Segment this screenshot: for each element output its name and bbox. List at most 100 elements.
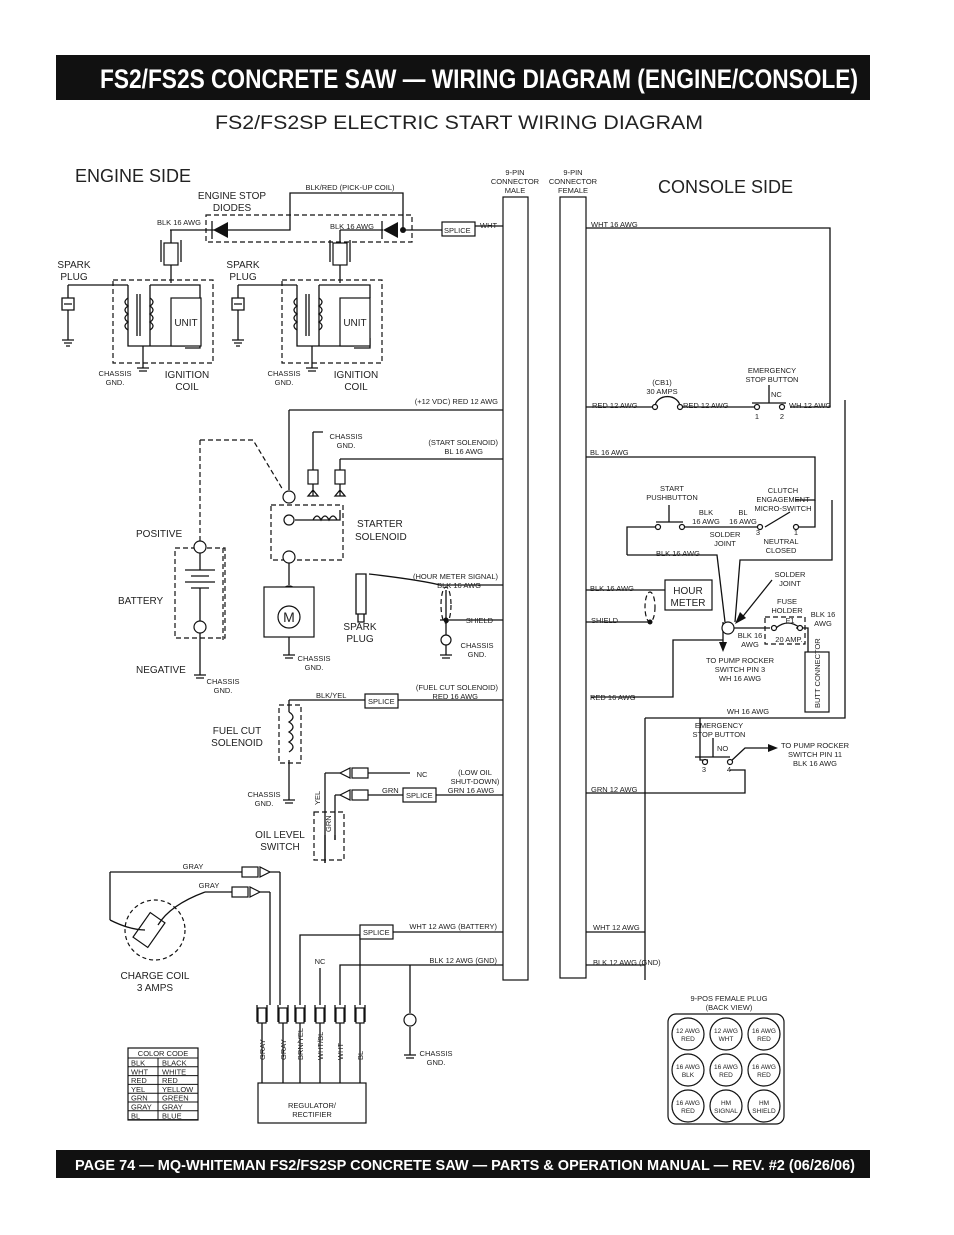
label: BLK/YEL	[316, 691, 346, 700]
label: WHT 12 AWG (BATTERY)	[409, 922, 497, 931]
plug-pin	[671, 1053, 705, 1087]
label: PUSHBUTTON	[646, 493, 698, 502]
label: BLK 16 AWG	[330, 222, 374, 231]
label: GRN	[382, 786, 399, 795]
pin-label: RED	[681, 1036, 695, 1043]
label: SOLDER	[710, 530, 741, 539]
ignition-coil-2	[231, 230, 383, 372]
label: BLK 16 AWG	[793, 759, 837, 768]
label: 3	[702, 765, 706, 774]
female-connector	[559, 196, 587, 979]
label: GND.	[427, 1058, 446, 1067]
wht-label: WHT	[480, 221, 497, 230]
footer-bar	[56, 1150, 870, 1178]
plug-pin	[709, 1017, 743, 1051]
plug-pin	[671, 1017, 705, 1051]
label: ENGAGEMENT	[756, 495, 810, 504]
label: GND.	[337, 441, 356, 450]
unit-label: UNIT	[343, 318, 366, 329]
color-abbrev: YEL	[131, 1085, 145, 1094]
wire-label: BRN/YEL	[296, 1028, 305, 1060]
label: GRN 12 AWG	[591, 785, 638, 794]
label: (HOUR METER SIGNAL)	[413, 572, 499, 581]
color-name: WHITE	[162, 1067, 186, 1076]
pin-label: 12 AWG	[714, 1028, 738, 1035]
label: (FUEL CUT SOLENOID)	[416, 683, 499, 692]
label: TO PUMP ROCKER	[706, 656, 775, 665]
pin-label: RED	[681, 1108, 695, 1115]
label: IGNITION	[334, 370, 378, 381]
pin-label: SIGNAL	[714, 1108, 738, 1115]
label: 9-PIN	[505, 168, 524, 177]
label: CHASSIS	[420, 1049, 453, 1058]
label: GND.	[255, 799, 274, 808]
label: BL 16 AWG	[590, 448, 629, 457]
console-side-heading: CONSOLE SIDE	[658, 177, 793, 197]
label: CHASSIS	[330, 432, 363, 441]
label: CHASSIS	[298, 654, 331, 663]
pin-label: RED	[719, 1072, 733, 1079]
label: NC	[771, 390, 782, 399]
splice-label: SPLICE	[368, 697, 395, 706]
motor-label: M	[283, 609, 295, 625]
label: RECTIFIER	[292, 1110, 332, 1119]
color-abbrev: GRAY	[131, 1103, 152, 1112]
color-code-title: COLOR CODE	[138, 1049, 188, 1058]
label: NC	[315, 957, 326, 966]
label: BLK 16 AWG	[157, 218, 201, 227]
label: SHUT-DOWN)	[451, 777, 500, 786]
label: CONNECTOR	[491, 177, 540, 186]
color-name: BLACK	[162, 1059, 187, 1068]
pin-label: WHT	[719, 1036, 734, 1043]
label: REGULATOR/	[288, 1101, 337, 1110]
label: NO	[717, 744, 728, 753]
label: (START SOLENOID)	[428, 438, 498, 447]
label: GND.	[305, 663, 324, 672]
label: TO PUMP ROCKER	[781, 741, 850, 750]
splice-label: SPLICE	[363, 928, 390, 937]
label: COIL	[175, 382, 199, 393]
label: RED 16 AWG	[432, 692, 478, 701]
label: CONNECTOR	[549, 177, 598, 186]
color-name: YELLOW	[162, 1085, 194, 1094]
ignition-coil-1	[61, 230, 214, 372]
label: SWITCH PIN 11	[788, 750, 842, 759]
color-abbrev: WHT	[131, 1067, 148, 1076]
hour-meter-label: HOUR	[673, 586, 702, 597]
label: GRN	[324, 815, 333, 832]
label: PLUG	[60, 272, 87, 283]
pin-label: SHIELD	[752, 1108, 776, 1115]
label: YEL	[313, 791, 322, 805]
label: BL 16 AWG	[444, 447, 483, 456]
label: NEGATIVE	[136, 665, 186, 676]
label: CHASSIS	[248, 790, 281, 799]
wire-label: BL	[356, 1051, 365, 1060]
pin-label: 12 AWG	[676, 1028, 700, 1035]
label: 9-PIN	[563, 168, 582, 177]
splice-label: SPLICE	[406, 791, 433, 800]
hour-meter-label: METER	[671, 598, 706, 609]
color-abbrev: BLK	[131, 1059, 145, 1068]
terminal-connector	[257, 1007, 267, 1024]
terminal-connector	[355, 1007, 365, 1024]
engine-stop-diodes	[170, 192, 503, 243]
color-name: GRAY	[162, 1103, 183, 1112]
label: BLK/RED (PICK-UP COIL)	[305, 183, 395, 192]
label: BATTERY	[118, 596, 164, 607]
label: JOINT	[779, 579, 801, 588]
label: RED 16 AWG	[590, 693, 636, 702]
label: BLK	[699, 508, 713, 517]
label: NC	[417, 770, 428, 779]
wire-label: WHT	[336, 1043, 345, 1060]
label: DIODES	[213, 203, 252, 214]
label: 20 AMP.	[775, 635, 802, 644]
plug-pin	[747, 1053, 781, 1087]
color-abbrev: GRN	[131, 1094, 148, 1103]
label: BLK 16	[811, 610, 836, 619]
label: WHT 16 AWG	[591, 220, 638, 229]
color-abbrev: RED	[131, 1076, 147, 1085]
label: WHT 12 AWG	[593, 923, 640, 932]
